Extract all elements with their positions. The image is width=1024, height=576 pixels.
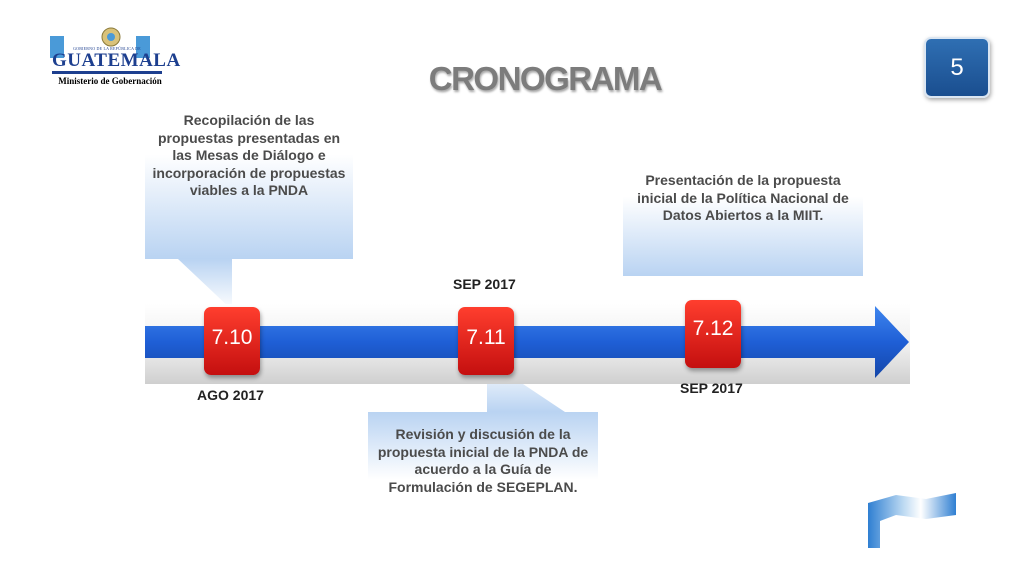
- page-title: CRONOGRAMA: [428, 60, 663, 97]
- date-7-11: SEP 2017: [453, 276, 516, 292]
- milestone-7-10: 7.10: [204, 307, 260, 375]
- logo-government-text: GOBIERNO DE LA REPÚBLICA DE: [73, 46, 141, 51]
- date-7-12: SEP 2017: [680, 380, 743, 396]
- timeline-arrow: [145, 306, 909, 378]
- milestone-7-12: 7.12: [685, 300, 741, 368]
- logo-underline: [52, 71, 162, 74]
- ministry-name: Ministerio de Gobernación: [58, 76, 162, 86]
- callout-7-12: Presentación de la propuesta inicial de …: [623, 154, 863, 276]
- logo-name: GUATEMALA: [52, 50, 181, 71]
- flag-decoration-icon: [868, 493, 956, 548]
- date-7-10: AGO 2017: [197, 387, 264, 403]
- flag-stripe-right: [136, 36, 150, 58]
- page-number-badge: 5: [924, 37, 990, 98]
- flag-stripe-left: [50, 36, 64, 58]
- callout-7-11: Revisión y discusión de la propuesta ini…: [368, 412, 598, 516]
- callout-pointer-1: [178, 259, 232, 310]
- guatemala-logo: GOBIERNO DE LA REPÚBLICA DE GUATEMALA Mi…: [30, 22, 181, 92]
- callout-7-10: Recopilación de las propuestas presentad…: [145, 98, 353, 259]
- coat-of-arms-icon: [101, 27, 121, 47]
- milestone-7-11: 7.11: [458, 307, 514, 375]
